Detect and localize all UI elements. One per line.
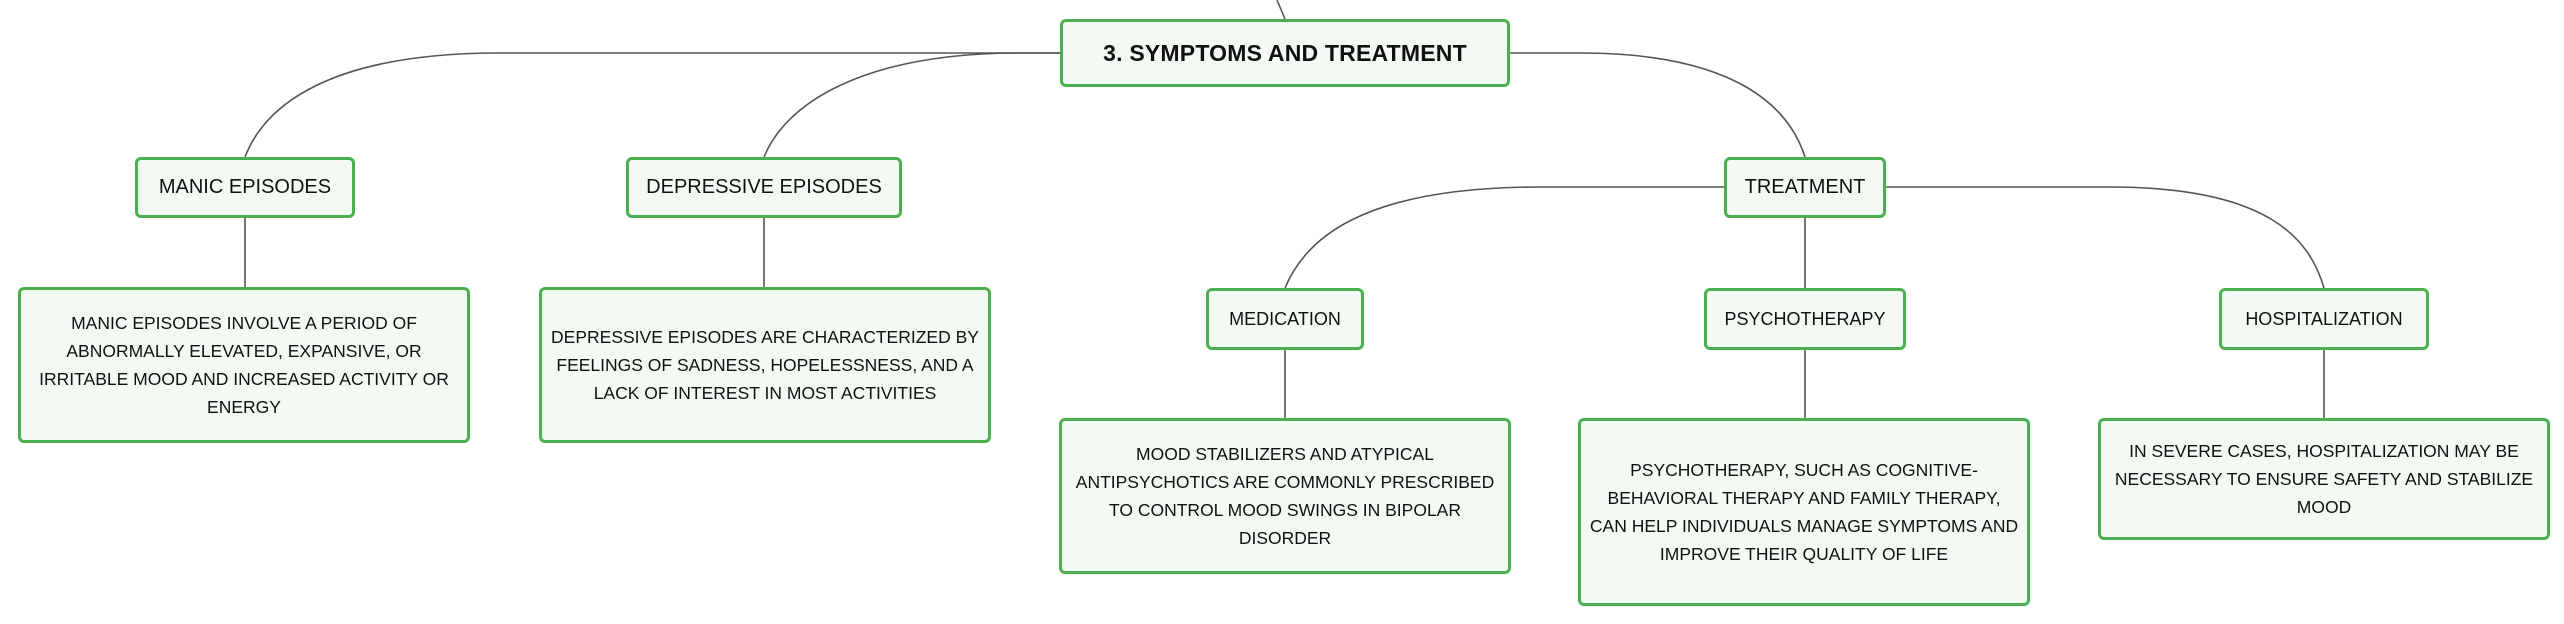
root-node-label: 3. SYMPTOMS AND TREATMENT bbox=[1103, 39, 1467, 66]
depressive-episodes-node[interactable]: DEPRESSIVE EPISODES bbox=[626, 157, 902, 218]
depressive-episodes-description: DEPRESSIVE EPISODES ARE CHARACTERIZED BY… bbox=[551, 327, 979, 403]
treatment-label: TREATMENT bbox=[1744, 176, 1866, 198]
hospitalization-label: HOSPITALIZATION bbox=[2245, 308, 2403, 329]
connector-root-to-treatment bbox=[1510, 52, 1806, 158]
medication-description-node[interactable]: MOOD STABILIZERS AND ATYPICAL ANTIPSYCHO… bbox=[1059, 418, 1511, 574]
manic-episodes-description: MANIC EPISODES INVOLVE A PERIOD OF ABNOR… bbox=[39, 313, 449, 417]
depressive-episodes-label: DEPRESSIVE EPISODES bbox=[646, 176, 882, 198]
medication-label: MEDICATION bbox=[1229, 308, 1341, 329]
manic-episodes-description-node[interactable]: MANIC EPISODES INVOLVE A PERIOD OF ABNOR… bbox=[18, 287, 470, 443]
depressive-episodes-description-node[interactable]: DEPRESSIVE EPISODES ARE CHARACTERIZED BY… bbox=[539, 287, 991, 443]
medication-node[interactable]: MEDICATION bbox=[1206, 288, 1364, 350]
connector-root-to-manic-episodes bbox=[244, 52, 1060, 158]
connector-root-to-depressive-episodes bbox=[763, 52, 1060, 158]
manic-episodes-label: MANIC EPISODES bbox=[158, 176, 332, 198]
connector-parent-to-root bbox=[1276, 0, 1286, 20]
hospitalization-node[interactable]: HOSPITALIZATION bbox=[2219, 288, 2429, 350]
medication-description: MOOD STABILIZERS AND ATYPICAL ANTIPSYCHO… bbox=[1075, 444, 1495, 548]
psychotherapy-description: PSYCHOTHERAPY, SUCH AS COGNITIVE-BEHAVIO… bbox=[1589, 460, 2019, 564]
hospitalization-description-node[interactable]: IN SEVERE CASES, HOSPITALIZATION MAY BE … bbox=[2098, 418, 2550, 540]
connector-treatment-to-hospitalization bbox=[1886, 186, 2325, 289]
root-node[interactable]: 3. SYMPTOMS AND TREATMENT bbox=[1060, 19, 1510, 87]
manic-episodes-node[interactable]: MANIC EPISODES bbox=[135, 157, 355, 218]
hospitalization-description: IN SEVERE CASES, HOSPITALIZATION MAY BE … bbox=[2114, 441, 2534, 517]
psychotherapy-description-node[interactable]: PSYCHOTHERAPY, SUCH AS COGNITIVE-BEHAVIO… bbox=[1578, 418, 2030, 606]
connector-treatment-to-medication bbox=[1284, 186, 1724, 289]
psychotherapy-node[interactable]: PSYCHOTHERAPY bbox=[1704, 288, 1906, 350]
treatment-node[interactable]: TREATMENT bbox=[1724, 157, 1886, 218]
psychotherapy-label: PSYCHOTHERAPY bbox=[1724, 308, 1886, 329]
